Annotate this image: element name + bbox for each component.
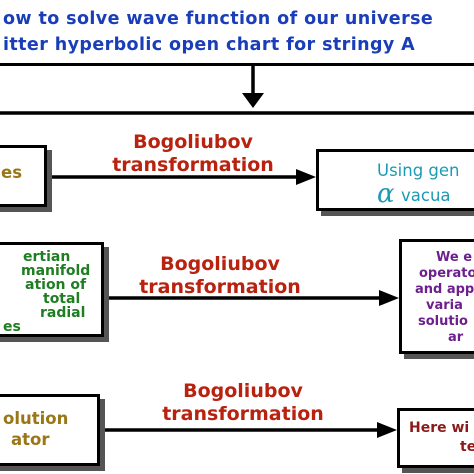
row2-right-line-1: We e	[436, 250, 473, 265]
alpha-symbol: α	[377, 179, 395, 209]
row2-right-line-6: ar	[448, 330, 464, 345]
row2-left-box: ertian manifold ation of total radial es	[0, 242, 104, 337]
row1-left-text: es	[1, 163, 23, 182]
row3-left-box: olution ator	[0, 394, 100, 466]
row1-right-box: Using gen α vacua	[316, 149, 474, 211]
row3-right-line-1: Here wi	[409, 420, 470, 436]
row3-edge-label-line2: transformation	[162, 403, 324, 425]
title-box: ow to solve wave function of our univers…	[0, 0, 474, 66]
row2-left-line-5: radial	[40, 305, 86, 321]
down-arrowhead	[242, 93, 264, 108]
row1-arrowhead	[296, 169, 316, 185]
title-line-2: itter hyperbolic open chart for stringy …	[3, 35, 416, 55]
row2-left-line-3: ation of	[25, 277, 87, 293]
row3-edge-label-line1: Bogoliubov	[183, 380, 303, 402]
row2-edge-label-line2: transformation	[139, 276, 301, 298]
row1-left-box: es	[0, 145, 47, 207]
row3-right-line-2: te	[460, 439, 474, 455]
row2-left-line-2: manifold	[21, 263, 91, 279]
row1-edge-label-line2: transformation	[112, 154, 274, 176]
row2-left-line-1: ertian	[23, 249, 71, 265]
row2-right-line-3: and app	[415, 282, 474, 297]
row2-right-line-5: solutio	[418, 314, 468, 329]
row3-arrowhead	[377, 422, 397, 438]
row2-right-box: We e operato and app varia solutio ar	[399, 239, 474, 354]
row2-right-line-2: operato	[419, 266, 474, 281]
row2-left-line-6: es	[3, 319, 21, 335]
row1-right-text-2: vacua	[401, 186, 451, 205]
row3-left-line-1: olution	[3, 409, 69, 428]
row3-right-box: Here wi te	[397, 408, 474, 468]
row2-arrowhead	[379, 290, 399, 306]
row1-edge-label-line1: Bogoliubov	[133, 131, 253, 153]
row2-right-line-4: varia	[426, 298, 463, 313]
row2-left-line-4: total	[43, 291, 81, 307]
title-line-1: ow to solve wave function of our univers…	[3, 9, 434, 29]
row3-left-line-2: ator	[11, 430, 50, 449]
row2-edge-label-line1: Bogoliubov	[160, 253, 280, 275]
row1-right-text-1: Using gen	[377, 161, 460, 180]
